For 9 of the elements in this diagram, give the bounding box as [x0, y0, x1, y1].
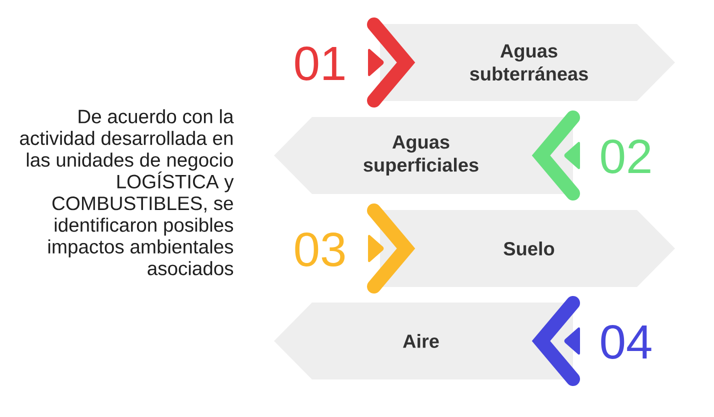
- step-number: 01: [295, 46, 344, 80]
- arrow-band: Aguas subterráneas: [380, 24, 675, 101]
- arrow-band: Aguas superficiales: [274, 117, 573, 194]
- arrow-band: Aire: [274, 302, 573, 380]
- step-number: 04: [601, 325, 652, 359]
- intro-text: De acuerdo con la actividad desarrollada en las unidades de negocio LOGÍSTICA y COMBUSTIBLES, se identificaron posibles impactos ambientales asociados: [20, 109, 234, 276]
- arrow-band: Suelo: [380, 210, 675, 287]
- step-number: 03: [295, 232, 345, 266]
- step-number: 02: [601, 140, 650, 174]
